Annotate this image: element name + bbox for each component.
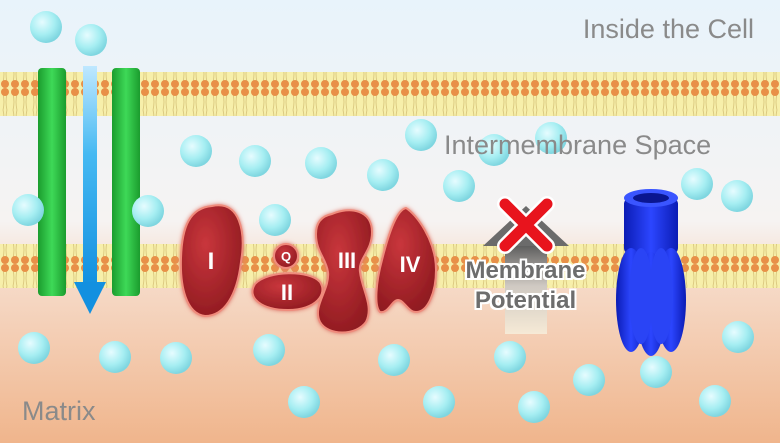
flow-arrowhead bbox=[74, 282, 106, 314]
particle bbox=[18, 332, 50, 364]
label-intermembrane-space: Intermembrane Space bbox=[444, 130, 712, 160]
particle bbox=[423, 386, 455, 418]
complex-ii-shape bbox=[251, 272, 324, 312]
particle bbox=[367, 159, 399, 191]
particle bbox=[253, 334, 285, 366]
particle bbox=[573, 364, 605, 396]
particle bbox=[443, 170, 475, 202]
complex-i-shape bbox=[179, 204, 244, 318]
label-complex-iii: III bbox=[337, 248, 357, 273]
channel-pillar-right bbox=[112, 68, 140, 296]
label-matrix: Matrix bbox=[22, 396, 96, 426]
particle bbox=[478, 134, 510, 166]
label-complex-iv: IV bbox=[399, 252, 421, 277]
membrane-potential-label: Membrane Potential bbox=[438, 256, 613, 316]
particle bbox=[180, 135, 212, 167]
green-channel bbox=[38, 68, 140, 296]
quinone-shape bbox=[273, 243, 299, 269]
blocked-x-mark bbox=[497, 196, 555, 254]
particle bbox=[160, 342, 192, 374]
particle bbox=[405, 119, 437, 151]
complex-iii-shape bbox=[314, 209, 374, 334]
particles bbox=[12, 11, 754, 423]
complex-iv-shape bbox=[375, 206, 438, 314]
label-complex-ii: II bbox=[280, 280, 294, 305]
particle bbox=[535, 122, 567, 154]
atp-synthase bbox=[616, 189, 686, 356]
channel-pillar-left bbox=[38, 68, 66, 296]
particle bbox=[681, 168, 713, 200]
particle bbox=[239, 145, 271, 177]
proton-flow-arrow bbox=[74, 66, 106, 314]
particle bbox=[378, 344, 410, 376]
label-inside-cell: Inside the Cell bbox=[582, 14, 754, 44]
particle bbox=[640, 356, 672, 388]
particle bbox=[99, 341, 131, 373]
label-quinone: Q bbox=[280, 249, 292, 264]
particle bbox=[721, 180, 753, 212]
particle bbox=[494, 341, 526, 373]
particle bbox=[699, 385, 731, 417]
particle bbox=[518, 391, 550, 423]
label-complex-i: I bbox=[207, 248, 215, 275]
particle bbox=[12, 194, 44, 226]
particle bbox=[305, 147, 337, 179]
membrane-potential-line1: Membrane bbox=[465, 257, 586, 284]
particle bbox=[30, 11, 62, 43]
electron-transport-chain bbox=[179, 204, 438, 334]
particle bbox=[75, 24, 107, 56]
particle bbox=[288, 386, 320, 418]
particle bbox=[722, 321, 754, 353]
atp-synthase-stalk bbox=[624, 198, 678, 254]
membrane-potential-line2: Potential bbox=[474, 287, 577, 314]
particle bbox=[132, 195, 164, 227]
particle bbox=[259, 204, 291, 236]
